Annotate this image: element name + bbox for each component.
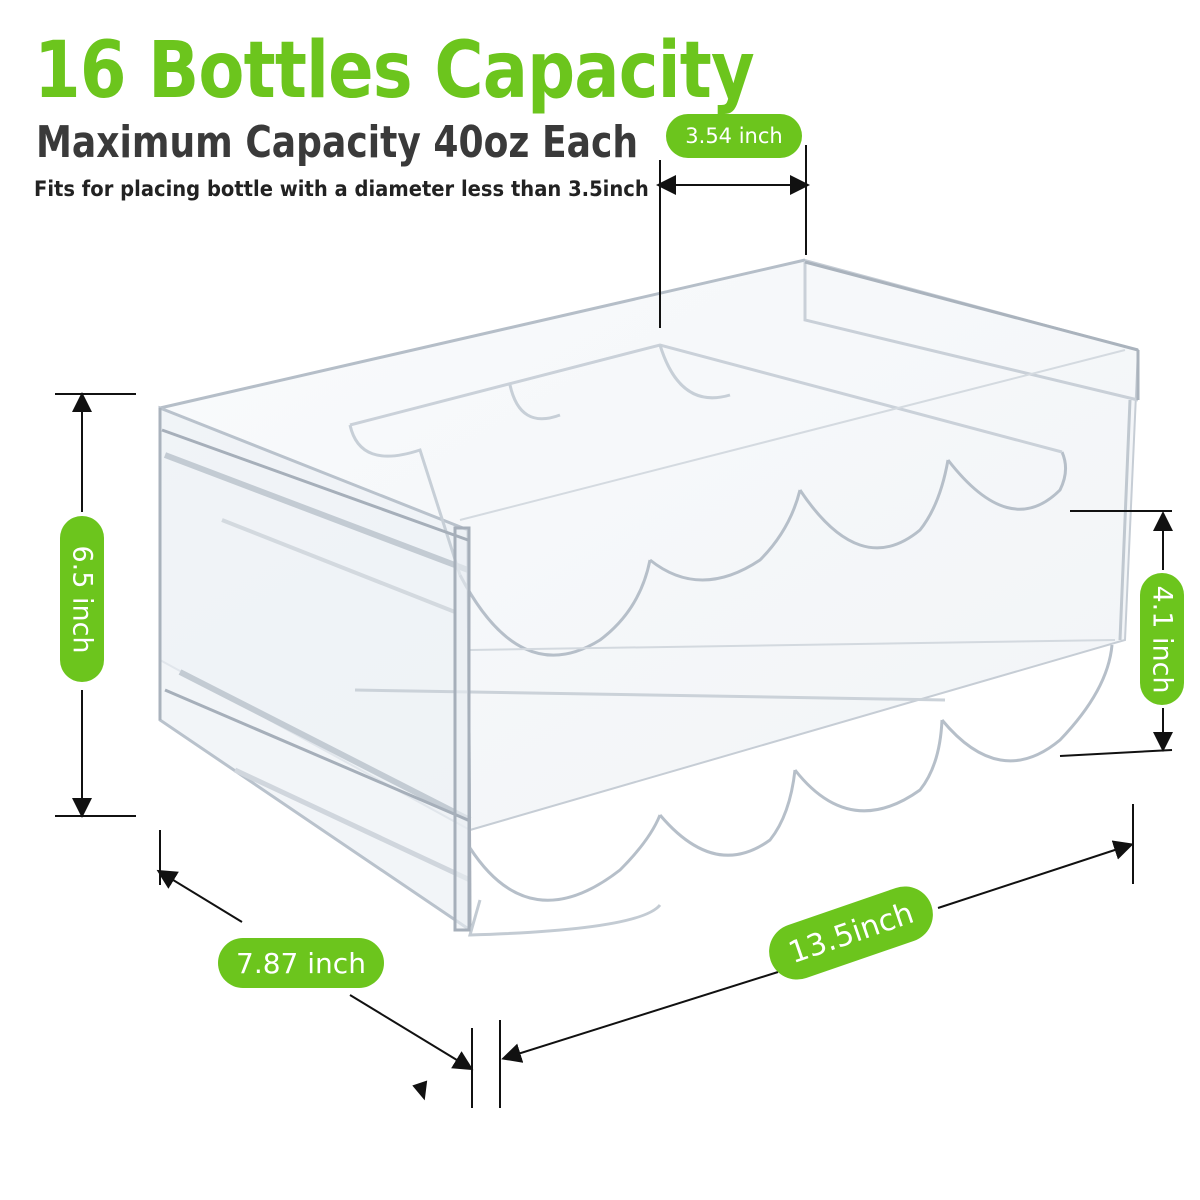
rack-front-plates xyxy=(161,428,471,932)
lower-tier-cradles xyxy=(354,639,1116,937)
height-dimension xyxy=(55,392,136,818)
row-height-label: 4.1 inch xyxy=(1140,573,1184,705)
row-height-dimension xyxy=(1059,510,1173,757)
row-height-text: 4.1 inch xyxy=(1146,584,1178,694)
rack-left-side-panel xyxy=(158,405,472,933)
max-capacity-subheadline: Maximum Capacity 40oz Each xyxy=(36,117,639,168)
depth-label: 7.87 inch xyxy=(218,938,384,988)
slot-diameter-text: 3.54 inch xyxy=(685,124,783,148)
slot-diameter-label: 3.54 inch xyxy=(666,114,802,158)
height-text: 6.5 inch xyxy=(66,544,98,654)
depth-text: 7.87 inch xyxy=(236,946,366,980)
capacity-headline: 16 Bottles Capacity xyxy=(34,26,755,116)
width-dimension xyxy=(499,804,1134,1108)
bottle-diameter-note: Fits for placing bottle with a diameter … xyxy=(34,177,649,201)
slot-diameter-dimension xyxy=(656,145,810,328)
depth-dimension xyxy=(156,830,474,1108)
height-label: 6.5 inch xyxy=(60,516,104,682)
